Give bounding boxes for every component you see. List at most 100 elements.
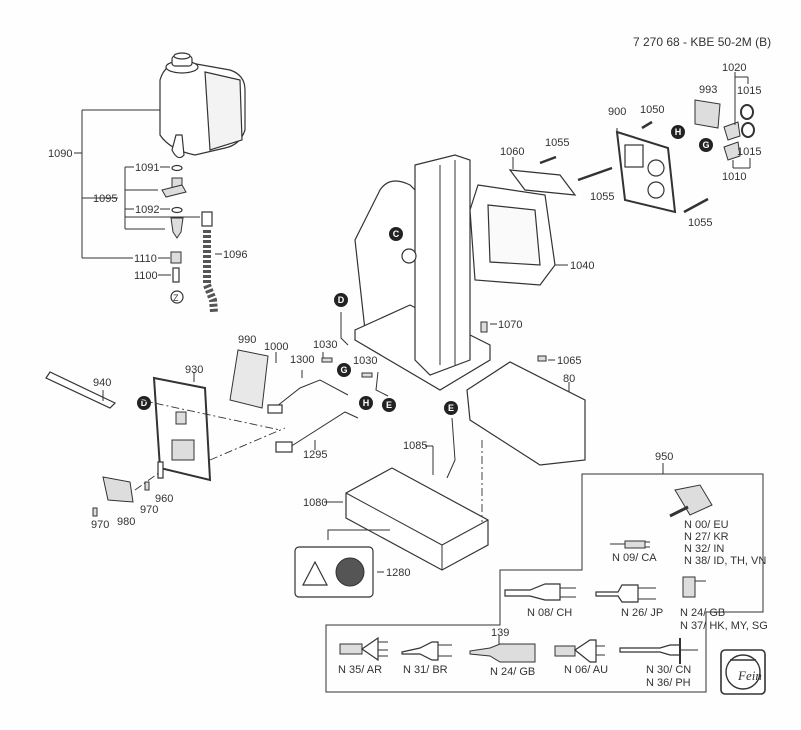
fein-logo-text: Fein: [737, 668, 762, 683]
plug-ar-icon: [339, 643, 363, 655]
label-993: 993: [699, 84, 717, 96]
svg-text:E: E: [448, 403, 454, 413]
plug-ch-label: N 08/ CH: [527, 607, 572, 619]
cable-940: 940 D: [45, 371, 151, 410]
label-1000: 1000: [264, 341, 288, 353]
label-1280: 1280: [386, 567, 410, 579]
plug-options-950: 950 N 00/ EU N 27/ KR N 32/ IN N 38/ ID,…: [325, 451, 768, 693]
reference-e-badge: [382, 398, 396, 412]
plug-ph-label: N 36/ PH: [646, 677, 691, 689]
label-1110: 1110: [134, 253, 157, 265]
svg-text:H: H: [363, 398, 370, 408]
svg-text:G: G: [340, 365, 347, 375]
screw-1070: 1070: [480, 319, 522, 333]
svg-text:D: D: [141, 398, 148, 408]
label-1030-a: 1030: [313, 339, 337, 351]
housing-1040: 1040: [469, 184, 594, 286]
svg-text:H: H: [675, 127, 682, 137]
switch-cover-980: 980 970 970 960: [91, 461, 173, 531]
label-1055-c: 1055: [688, 217, 712, 229]
svg-text:E: E: [386, 400, 392, 410]
label-980: 980: [117, 516, 135, 528]
reference-g-badge: [699, 138, 713, 152]
switch-knobs: G 1020 1015 1015 1010: [699, 62, 761, 183]
switch-housing-900: 900 1050 1055: [608, 104, 712, 229]
plug-gb-icon: [682, 576, 696, 598]
nozzle-1100: [172, 267, 180, 283]
svg-text:N 38/ ID, TH, VN: N 38/ ID, TH, VN: [684, 555, 766, 567]
label-930: 930: [185, 364, 203, 376]
label-1055-b: 1055: [590, 191, 614, 203]
reference-d-badge-left: [137, 396, 151, 410]
callout-1110: 1110 1100 Z: [82, 251, 184, 304]
plug-br-icon: [401, 641, 439, 661]
reference-c-badge: [389, 227, 403, 241]
plug-jp-icon: [595, 584, 639, 603]
label-1055-a: 1055: [545, 137, 569, 149]
svg-text:G: G: [702, 140, 709, 150]
machine-stand-column: C: [354, 154, 491, 391]
plug-ca-label: N 09/ CA: [612, 552, 657, 564]
label-1091: 1091: [135, 162, 159, 174]
assembly-line-c: [134, 471, 161, 491]
reference-d-badge: [334, 293, 348, 307]
coolant-tank: [159, 52, 246, 159]
plug-jp-label: N 26/ JP: [621, 607, 663, 619]
plate-1060: 1060 1055 1055: [500, 137, 614, 203]
reference-e-badge-base: [444, 401, 458, 415]
fein-logo: Fein: [720, 649, 766, 695]
plug-eu-icon: [674, 484, 713, 516]
callout-1090: 1090: [48, 109, 160, 258]
label-950: 950: [655, 451, 673, 463]
svg-text:C: C: [393, 229, 400, 239]
label-1020: 1020: [722, 62, 746, 74]
reference-h-badge: [671, 125, 685, 139]
label-970-a: 970: [91, 519, 109, 531]
assembly-line-a: [139, 399, 281, 431]
reference-g-badge-left: [337, 363, 351, 377]
label-1030-b: 1030: [353, 355, 377, 367]
label-1010: 1010: [722, 171, 746, 183]
switch-993: 993 H: [671, 84, 721, 139]
chip-guard-80: 1065 80: [466, 355, 586, 466]
label-1065: 1065: [557, 355, 581, 367]
label-970-b: 970: [140, 504, 158, 516]
plug-gb-label: N 24/ GB: [680, 607, 725, 619]
wire-harness-1300: 1300 G: [267, 354, 351, 414]
plug-cn-icon: [619, 644, 681, 656]
svg-text:D: D: [338, 295, 345, 305]
label-1095: 1095: [93, 193, 117, 205]
label-1050: 1050: [640, 104, 664, 116]
label-1100: 1100: [134, 270, 158, 282]
label-1060: 1060: [500, 146, 524, 158]
label-139: 139: [491, 627, 509, 639]
plug-au-label: N 06/ AU: [564, 664, 608, 676]
label-960: 960: [155, 493, 173, 505]
plug-cn-label: N 30/ CN: [646, 664, 691, 676]
label-1085: 1085: [403, 440, 427, 452]
gloves-icon: [335, 557, 365, 587]
plug-gb2-label: N 24/ GB: [490, 666, 535, 678]
label-900: 900: [608, 106, 626, 118]
plug-ch-icon: [504, 583, 561, 601]
label-1080: 1080: [303, 497, 327, 509]
nut-1110: [170, 251, 182, 264]
circuit-board-990: 990 1000: [229, 334, 288, 409]
reference-h-badge-left: [359, 396, 373, 410]
warning-label-1280: 1280: [294, 529, 410, 598]
svg-text:N 00/ EU: N 00/ EU: [684, 519, 729, 531]
plug-gb-label-2: N 37/ HK, MY, SG: [680, 620, 768, 632]
plug-ar-label: N 35/ AR: [338, 664, 382, 676]
screws-1030: 1030 1030 D E: [313, 293, 396, 412]
label-1015-b: 1015: [737, 146, 761, 158]
wire-harness-1295: 1295 H: [275, 396, 373, 461]
label-1300: 1300: [290, 354, 314, 366]
svg-text:N 27/ KR: N 27/ KR: [684, 531, 729, 543]
label-990: 990: [238, 334, 256, 346]
control-box-930: 930: [152, 364, 212, 482]
hot-surface-warning-icon: [302, 560, 328, 586]
coolant-hose-1096: 1096: [201, 211, 247, 313]
assembly-line-b: [209, 427, 286, 461]
tap-assembly: [161, 164, 187, 239]
